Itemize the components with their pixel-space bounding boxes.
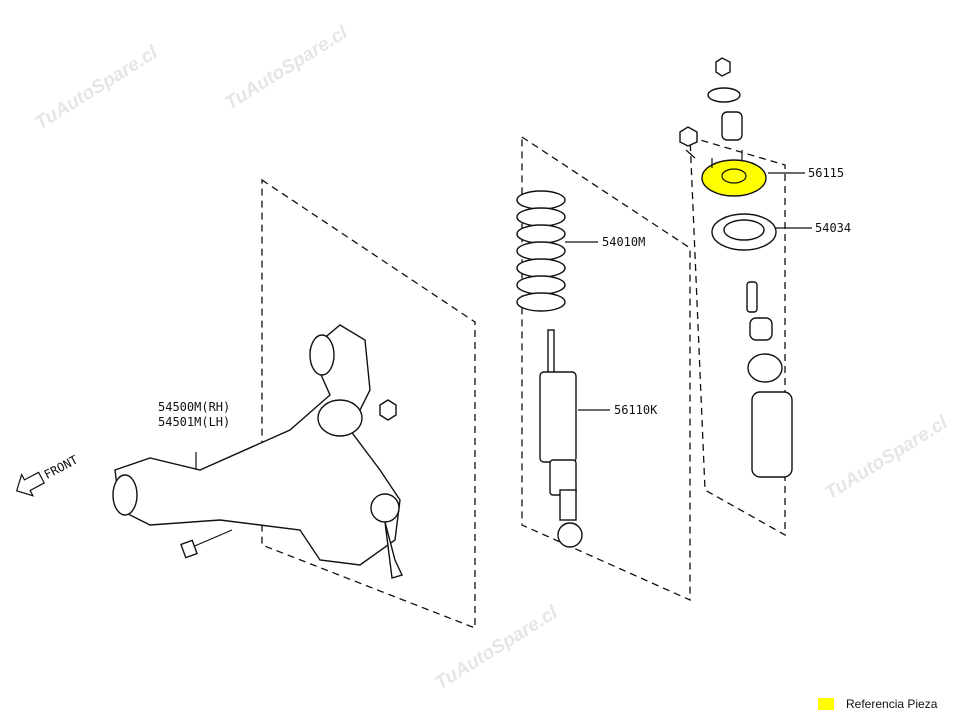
part-label-54034[interactable]: 54034 [815,221,851,235]
part-label-56110k[interactable]: 56110K [614,403,658,417]
spring-coil [516,190,566,210]
watermark-text: TuAutoSpare.cl [432,602,563,694]
spring-coil [516,224,566,244]
dashed-guide-left [261,178,476,629]
spring-coil [516,292,566,312]
mount-seat-54034 [711,213,777,251]
front-label: FRONT [42,453,80,482]
spring-coil [516,275,566,295]
dashed-guide-right [689,136,786,537]
watermark-text: TuAutoSpare.cl [32,42,163,134]
watermark-text: TuAutoSpare.cl [222,22,353,114]
coil-spring [516,190,566,312]
lower-control-arm [112,324,403,579]
legend-swatch [818,698,834,710]
shock-absorber [539,329,583,548]
watermark-text: TuAutoSpare.cl [822,412,953,504]
front-arrow: FRONT [15,453,80,497]
spring-coil [516,207,566,227]
legend: Referencia Pieza [818,697,937,711]
bump-stop-and-boot [746,281,793,478]
strut-top-hardware [679,57,743,159]
legend-label: Referencia Pieza [846,697,938,711]
part-label-54500m[interactable]: 54500M(RH) [158,400,230,414]
part-label-54010m[interactable]: 54010M [602,235,645,249]
spring-coil [516,241,566,261]
dashed-guide-middle [521,135,691,602]
part-label-54501m[interactable]: 54501M(LH) [158,415,230,429]
upper-mount-56115-highlighted[interactable] [701,150,767,197]
part-label-56115[interactable]: 56115 [808,166,844,180]
spring-coil [516,258,566,278]
